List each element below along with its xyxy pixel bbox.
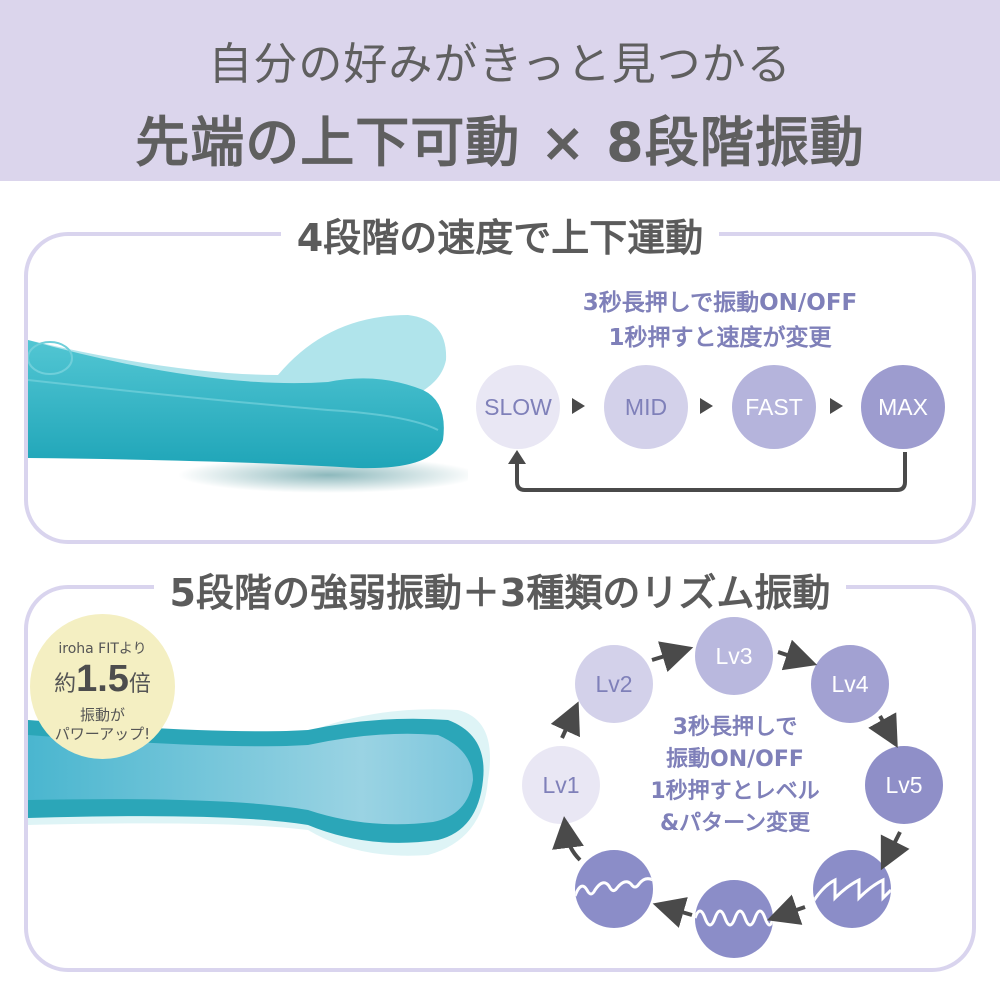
header-title: 先端の上下可動 × 8段階振動 [135, 111, 865, 174]
speed-fast: FAST [732, 365, 816, 449]
arrow-right-icon [700, 398, 713, 414]
arrow-right-icon [572, 398, 585, 414]
header-subtitle: 自分の好みがきっと見つかる [208, 39, 792, 90]
power-button-icon [28, 341, 73, 375]
vibration-section-title: 5段階の強弱振動＋3種類のリズム振動 [0, 562, 1000, 617]
pattern-zigzag-wave-icon [575, 850, 653, 928]
speed-instructions: 3秒長押しで振動ON/OFF 1秒押すと速度が変更 [582, 290, 858, 351]
speed-max: MAX [861, 365, 945, 449]
level-3: Lv3 [695, 617, 773, 695]
level-instructions: 3秒長押しで 振動ON/OFF 1秒押すとレベル &パターン変更 [650, 715, 820, 836]
level-2: Lv2 [575, 645, 653, 723]
level-4: Lv4 [811, 645, 889, 723]
product-image-tilting-tip [28, 315, 468, 493]
speed-section-title: 4段階の速度で上下運動 [0, 207, 1000, 262]
level-5: Lv5 [865, 746, 943, 824]
pattern-sine-wave-icon [695, 880, 773, 958]
speed-mid: MID [604, 365, 688, 449]
pattern-sawtooth-wave-icon [813, 850, 891, 928]
loop-back-arrow-icon [508, 450, 907, 492]
header-banner: 自分の好みがきっと見つかる 先端の上下可動 × 8段階振動 [0, 0, 1000, 181]
power-up-badge: iroha FITより 約1.5倍 振動が パワーアップ! [30, 614, 175, 759]
level-1: Lv1 [522, 746, 600, 824]
speed-slow: SLOW [476, 365, 560, 449]
arrow-right-icon [830, 398, 843, 414]
